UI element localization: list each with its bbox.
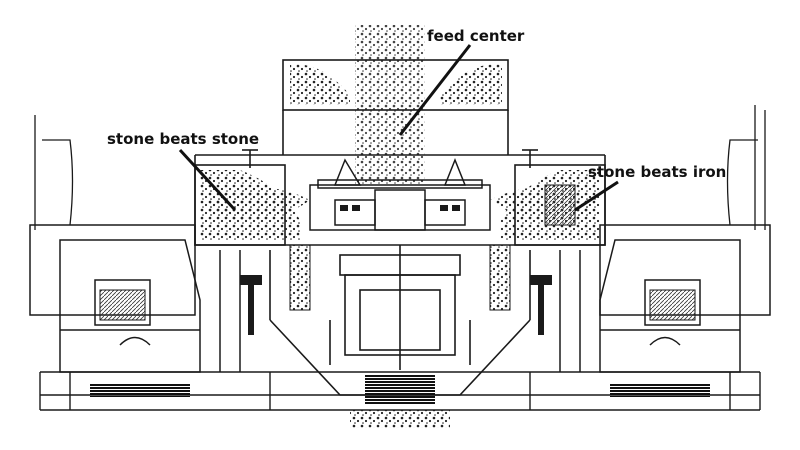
hopper-material-right [440, 64, 502, 105]
label-feed-center: feed center [427, 27, 525, 45]
iron-anvil [544, 184, 576, 226]
rotor-bolts [340, 205, 460, 211]
left-base-coil [90, 383, 190, 397]
left-throw-stream [210, 187, 310, 220]
left-motor [29, 224, 241, 373]
arrow-stone-beats-stone [178, 148, 237, 212]
pulley-belt [365, 375, 435, 405]
pointer-arrows [178, 44, 619, 212]
label-stone-beats-stone: stone beats stone [107, 130, 260, 148]
left-motor-winding [99, 289, 146, 321]
rotor [309, 157, 491, 231]
arrow-feed-center [398, 44, 472, 136]
right-discharge [489, 244, 511, 311]
side-posts [34, 105, 766, 230]
hopper-material-left [290, 64, 350, 105]
right-motor-winding [649, 289, 696, 321]
label-stone-beats-iron: stone beats iron [588, 163, 727, 181]
right-base-coil [610, 383, 710, 397]
bearing-supports [240, 275, 552, 335]
left-discharge [289, 244, 311, 311]
feed-stream [355, 25, 425, 185]
output-material [350, 410, 450, 428]
arrow-stone-beats-iron [574, 180, 619, 212]
